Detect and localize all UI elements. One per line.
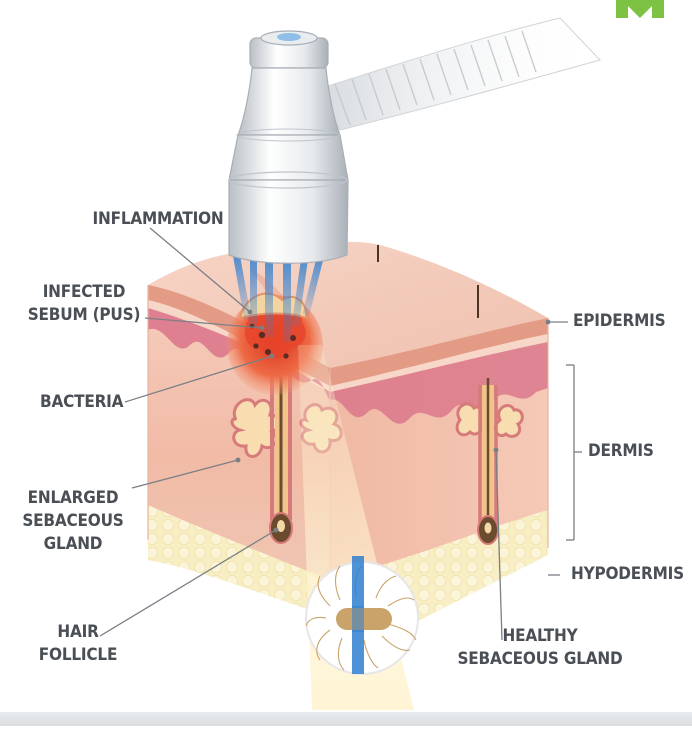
bottom-strip	[0, 712, 692, 726]
label-bacteria: BACTERIA	[40, 391, 140, 414]
label-hair-line2: FOLLICLE	[30, 644, 126, 667]
label-inflammation: INFLAMMATION	[88, 208, 228, 231]
label-hair-follicle: HAIR FOLLICLE	[30, 621, 126, 667]
label-dermis-text: DERMIS	[588, 441, 654, 461]
label-bacteria-text: BACTERIA	[40, 392, 123, 412]
label-infected-sebum: INFECTED SEBUM (PUS)	[20, 281, 148, 327]
label-hypodermis: HYPODERMIS	[571, 563, 689, 586]
brand-logo	[602, 0, 692, 18]
label-enlarged-gland: ENLARGED SEBACEOUS GLAND	[20, 487, 126, 556]
label-epidermis-text: EPIDERMIS	[573, 311, 665, 331]
label-hair-line1: HAIR	[30, 621, 126, 644]
label-healthy-line1: HEALTHY	[440, 625, 640, 648]
label-dermis: DERMIS	[588, 440, 678, 463]
handpiece	[229, 31, 348, 263]
logo-mark-icon	[602, 0, 692, 18]
label-healthy-line2: SEBACEOUS GLAND	[440, 648, 640, 671]
label-hypodermis-text: HYPODERMIS	[571, 564, 684, 584]
label-inflammation-text: INFLAMMATION	[92, 209, 223, 229]
hose	[315, 18, 600, 130]
label-infected-sebum-line2: SEBUM (PUS)	[20, 304, 148, 327]
label-enlarged-line3: GLAND	[20, 533, 126, 556]
label-epidermis: EPIDERMIS	[573, 310, 683, 333]
label-enlarged-line2: SEBACEOUS	[20, 510, 126, 533]
label-enlarged-line1: ENLARGED	[20, 487, 126, 510]
label-infected-sebum-line1: INFECTED	[20, 281, 148, 304]
label-healthy-gland: HEALTHY SEBACEOUS GLAND	[440, 625, 640, 671]
